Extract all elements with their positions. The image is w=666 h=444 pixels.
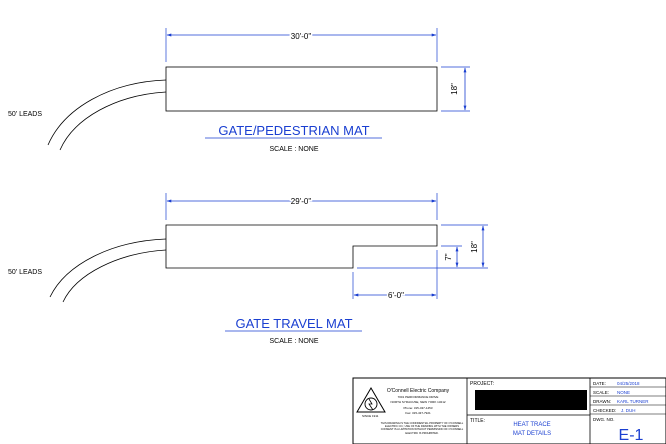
mat2-outline [165,224,438,269]
mat1-leads-label: 50' LEADS [8,111,42,118]
company-address-1: 7001 PERFORMANCE DRIVE [398,395,439,399]
mat2-scale: SCALE : NONE [269,338,318,345]
mat-1-group: 30'-0" 18" 50' LEADS GATE/PEDESTRIAN MAT… [8,28,470,153]
mat2-width-label: 18" [470,241,479,253]
title-block: SINCE 1911 O'Connell Electric Company 70… [352,377,666,444]
mat2-lead-1 [49,238,167,298]
mat1-lead-2 [59,91,167,151]
mat2-lead-2 [62,249,167,303]
mat1-length-label: 30'-0" [291,32,312,41]
dwg-no-value: E-1 [619,427,644,444]
mat1-scale: SCALE : NONE [269,146,318,153]
company-logo: SINCE 1911 [356,387,386,418]
dwg-no-label: DWG. NO. [593,417,615,422]
checked-value: J. DUH [621,408,636,413]
title-block-border [352,377,666,444]
mat2-notch-height-label: 7" [444,253,453,260]
checked-label: CHECKED: [593,408,616,413]
scale-label: SCALE: [593,390,609,395]
title-label: TITLE: [470,418,485,424]
company-fax: Fax: 315-437-7921 [405,411,431,415]
drawn-value: KARL TURNER [617,399,649,404]
mat2-leads-label: 50' LEADS [8,269,42,276]
title-line-2: MAT DETAILS [513,431,551,437]
mat1-outline [165,66,438,112]
mat-2-group: 29'-0" 18" 7" 6'-0" 50' LEADS GATE TRAVE… [8,193,488,345]
company-phone: Phone: 315-437-1453 [403,406,432,410]
mat2-title: GATE TRAVEL MAT [235,316,352,331]
project-value-redacted [475,390,587,410]
project-label: PROJECT: [470,381,494,387]
mat1-lead-1 [47,79,167,146]
date-value: 04/25/2018 [617,381,640,386]
mat1-title: GATE/PEDESTRIAN MAT [218,123,369,138]
scale-value: NONE [617,390,630,395]
company-address-2: NORTH SYRACUSE, NEW YORK 13212 [390,400,445,404]
mat2-length-label: 29'-0" [291,197,312,206]
date-label: DATE: [593,381,606,386]
logo-since: SINCE 1911 [362,414,379,418]
company-name: O'Connell Electric Company [387,388,450,394]
mat2-notch-length-label: 6'-0" [388,291,404,300]
mat1-width-label: 18" [450,83,459,95]
title-line-1: HEAT TRACE [513,422,550,428]
tb-notice: THIS DRAWING IS THE CONFIDENTIAL PROPERT… [380,422,464,435]
tb-notice-wrapper: THIS DRAWING IS THE CONFIDENTIAL PROPERT… [380,422,464,435]
drawn-label: DRAWN: [593,399,611,404]
